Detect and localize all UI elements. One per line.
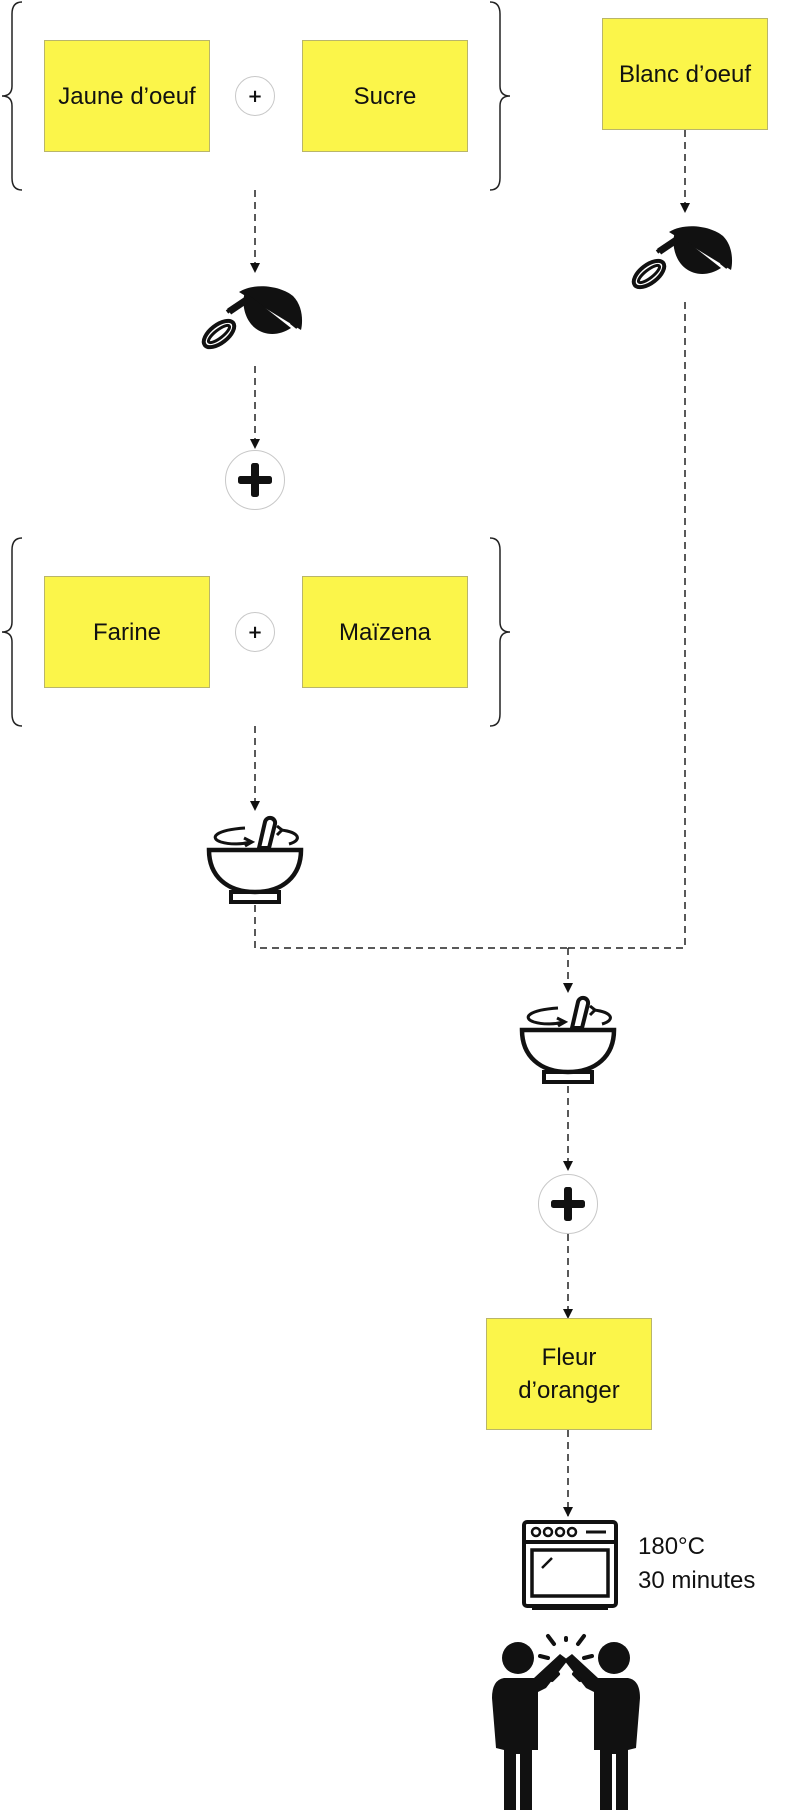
ingredient-egg-yolk: Jaune d’oeuf [44,40,210,152]
ingredient-orange-blossom-line2: d’oranger [518,1377,620,1404]
ingredient-sugar: Sucre [302,40,468,152]
plus-icon: + [235,612,275,652]
brace-right-group1 [489,1,511,191]
ingredient-egg-white: Blanc d’oeuf [602,18,768,130]
mixer-icon [627,224,735,295]
ingredient-cornstarch: Maïzena [302,576,468,688]
plus-icon [538,1174,598,1234]
ingredient-orange-blossom: Fleur d’oranger [486,1318,652,1430]
plus-icon [225,450,285,510]
oven-temperature: 180°C [638,1533,705,1560]
oven-duration: 30 minutes [638,1567,756,1594]
ingredient-flour: Farine [44,576,210,688]
plus-icon: + [235,76,275,116]
oven-icon [522,1520,618,1610]
high-five-icon [492,1634,640,1810]
ingredient-egg-white-label: Blanc d’oeuf [618,60,752,88]
ingredient-sugar-label: Sucre [353,82,417,110]
ingredient-cornstarch-label: Maïzena [338,618,432,646]
brace-left-group1 [1,1,23,191]
connector-mixer-to-merge [568,302,686,949]
ingredient-egg-yolk-label: Jaune d’oeuf [58,82,196,110]
ingredient-orange-blossom-line1: Fleur [541,1344,597,1371]
brace-left-group2 [1,537,23,727]
brace-right-group2 [489,537,511,727]
ingredient-flour-label: Farine [92,618,162,646]
mixing-bowl-icon [522,998,614,1082]
mixing-bowl-icon [209,818,301,902]
connector-bowl-to-merge [254,905,568,949]
mixer-icon [197,284,305,355]
oven-settings: 180°C 30 minutes [638,1530,755,1598]
